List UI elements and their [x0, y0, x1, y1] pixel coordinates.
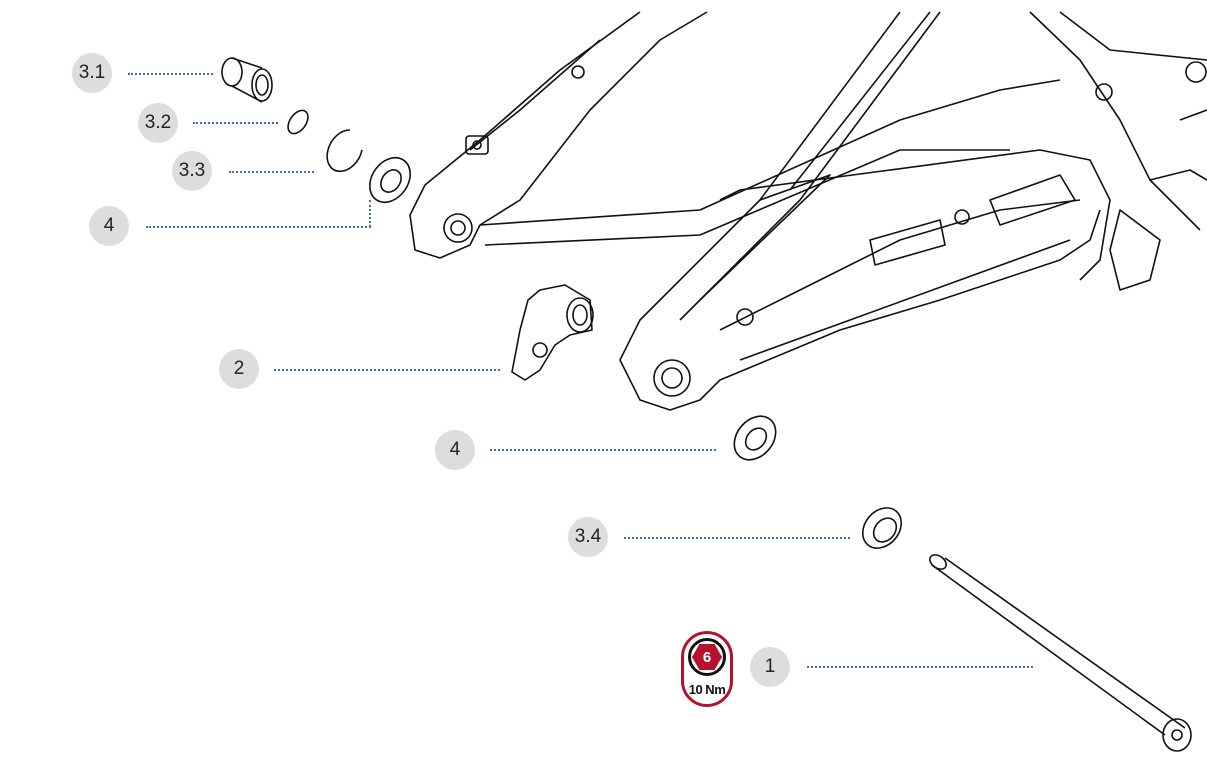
- callout-1: 1: [750, 647, 790, 687]
- hex-key-ring: 6: [688, 638, 726, 676]
- seatstay-left: [409, 11, 708, 259]
- leader-line-4-upper-vertical: [369, 200, 371, 227]
- part-1-thru-axle: [929, 554, 1192, 752]
- callout-3-3: 3.3: [172, 151, 212, 191]
- torque-spec-badge: 6 10 Nm: [681, 631, 733, 707]
- part-4-washer-lower: [733, 415, 777, 461]
- hex-key-icon: 6: [692, 644, 722, 670]
- callout-3-4: 3.4: [568, 517, 608, 557]
- frame-body: [479, 11, 1207, 291]
- chainstay-right: [619, 11, 1101, 411]
- hex-key-size: 6: [702, 648, 712, 666]
- callout-4-upper: 4: [89, 206, 129, 246]
- part-2-derailleur-hanger: [511, 284, 594, 381]
- leader-line-3-4: [624, 537, 850, 539]
- leader-line-3-2: [193, 122, 278, 124]
- callout-4-lower: 4: [435, 430, 475, 470]
- leader-line-3-3: [229, 171, 314, 173]
- part-3-1-axle-insert: [221, 57, 273, 103]
- part-3-4-nut: [861, 507, 903, 549]
- torque-value: 10 Nm: [688, 682, 726, 697]
- leader-line-4-lower: [490, 449, 716, 451]
- part-3-2-o-ring: [287, 109, 309, 135]
- callout-3-2: 3.2: [138, 103, 178, 143]
- leader-line-4-upper: [146, 226, 371, 228]
- callout-2: 2: [219, 349, 259, 389]
- leader-line-3-1: [128, 73, 213, 75]
- part-3-3-circlip: [326, 129, 363, 173]
- part-4-washer-upper: [369, 156, 411, 204]
- leader-line-1: [807, 666, 1033, 668]
- callout-3-1: 3.1: [72, 53, 112, 93]
- leader-line-2: [274, 369, 500, 371]
